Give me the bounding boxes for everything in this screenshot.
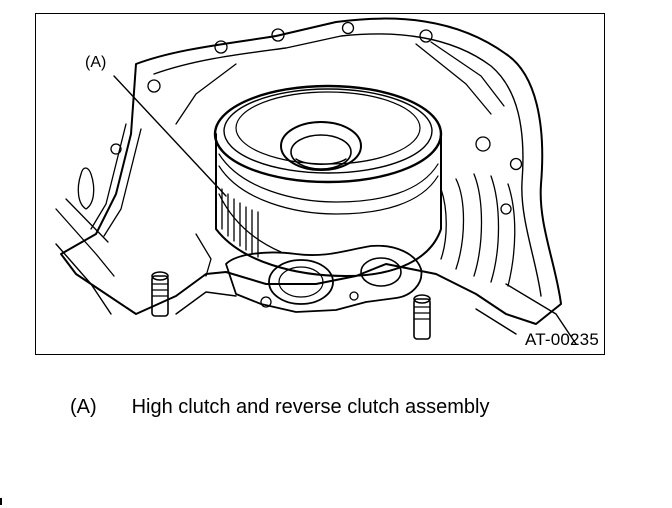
valve-rib — [440, 188, 447, 260]
caption-key: (A) — [70, 396, 97, 418]
bolt-hole — [419, 29, 433, 43]
dowel-pin-right — [413, 294, 431, 340]
support-pin-hole — [260, 296, 272, 308]
case-edge-lower — [195, 233, 212, 277]
flange-rib-top — [430, 41, 505, 107]
dowel-pin-left — [151, 271, 169, 317]
valve-rib — [490, 175, 500, 283]
clutch-drum-band — [218, 165, 439, 215]
support-plate — [225, 244, 423, 313]
dowel-pin-top — [151, 271, 169, 281]
valve-rib — [455, 178, 465, 270]
transmission-case-drawing — [55, 17, 577, 345]
clutch-spline-ring — [218, 193, 282, 253]
flange-rib-top — [175, 63, 237, 125]
page-edge-mark — [0, 498, 2, 505]
case-edge-lower — [55, 243, 112, 315]
clutch-hub-inner — [290, 134, 352, 170]
support-port-large-inner — [278, 266, 324, 298]
case-edge-lower — [175, 291, 237, 315]
flange-rib-left-2 — [103, 128, 142, 237]
clutch-splines — [221, 188, 259, 258]
flange-rib-left-1 — [90, 123, 127, 230]
clutch-drum-side — [215, 133, 442, 277]
bolt-hole — [475, 136, 491, 152]
dowel-pin-ring — [413, 306, 431, 320]
bolt-hole — [341, 21, 355, 35]
bolt-hole — [110, 143, 122, 155]
dowel-pin-top — [413, 294, 431, 304]
clutch-drum-assembly — [213, 84, 443, 277]
support-port-large — [268, 259, 334, 305]
clutch-drum-top-inner — [235, 91, 421, 165]
support-port-small — [360, 257, 402, 287]
bolt-hole — [509, 157, 523, 171]
case-edge-right — [505, 283, 577, 345]
figure-id: AT-00235 — [524, 330, 599, 349]
case-edge-right — [475, 308, 517, 335]
clutch-drum-top-outer — [213, 84, 443, 184]
dowel-pin-ring — [151, 283, 169, 297]
flange-slot-left — [77, 167, 95, 210]
flange-rib-left-4 — [65, 198, 109, 243]
bolt-hole — [147, 79, 161, 93]
figure-illustration: (A) AT-00235 — [35, 13, 605, 355]
clutch-hub-outer — [280, 121, 362, 171]
valve-rib — [473, 173, 483, 277]
caption-text: High clutch and reverse clutch assembly — [131, 396, 490, 418]
clutch-drum-band — [218, 153, 439, 203]
bolt-hole — [271, 28, 285, 42]
valve-rib — [507, 183, 516, 287]
flange-rib-top — [415, 43, 492, 115]
bolt-hole — [500, 203, 512, 215]
bolt-hole — [214, 40, 228, 54]
case-outline — [60, 17, 562, 325]
clutch-hub-bore — [295, 158, 347, 165]
callout-label-a: (A) — [84, 54, 108, 72]
callout-leader-line — [113, 75, 227, 197]
case-inner-lip — [153, 33, 542, 297]
center-support — [225, 244, 423, 313]
flange-rib-left-3 — [55, 208, 115, 277]
figure-caption: (A) High clutch and reverse clutch assem… — [70, 396, 490, 419]
clutch-drum-top-rim — [223, 88, 433, 174]
support-pin-hole — [349, 291, 359, 301]
